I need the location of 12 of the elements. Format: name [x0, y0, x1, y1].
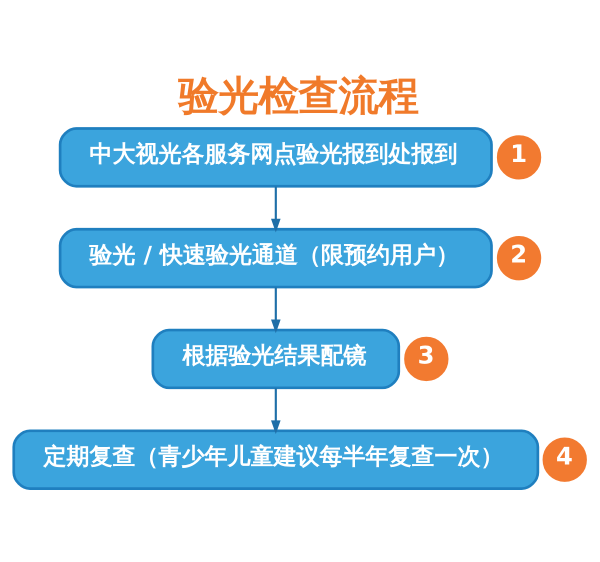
node-box: 验光 / 快速验光通道（限预约用户） [58, 228, 493, 288]
arrow [271, 287, 281, 334]
node-box: 定期复查（青少年儿童建议每半年复查一次） [12, 430, 540, 490]
node-circle: 2 [496, 236, 542, 280]
arrow [271, 186, 281, 232]
node-circle: 3 [404, 336, 448, 382]
node-box: 中大视光各服务网点验光报到处报到 [58, 127, 493, 188]
arrow [271, 388, 281, 434]
node-box: 根据验光结果配镜 [152, 328, 400, 390]
diagram-title: 验光检查流程 [178, 72, 418, 120]
node-circle: 1 [496, 135, 542, 180]
node-circle: 4 [542, 438, 587, 482]
